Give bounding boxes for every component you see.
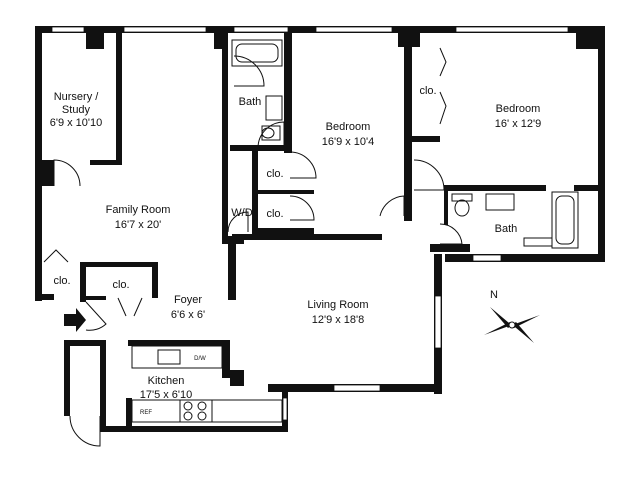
family-room-label: Family Room <box>106 204 171 216</box>
windows <box>51 26 569 421</box>
bath-top-label: Bath <box>239 96 262 108</box>
dishwasher-label: D/W <box>194 356 206 362</box>
interior-walls <box>38 33 598 426</box>
bedroom-center-label: Bedroom <box>326 121 371 133</box>
kitchen-size: 17'5 x 6'10 <box>140 389 193 401</box>
compass-icon <box>484 307 540 343</box>
closet-family-left-label: clo. <box>53 275 70 287</box>
washer-dryer-label: W/D <box>231 207 252 219</box>
nursery-label: Nursery / <box>54 91 100 103</box>
bedroom-right-size: 16' x 12'9 <box>495 118 541 130</box>
bedroom-right-label: Bedroom <box>496 103 541 115</box>
closet-hall-lower-label: clo. <box>266 208 283 220</box>
compass-north-label: N <box>490 289 498 301</box>
foyer-size: 6'6 x 6' <box>171 309 205 321</box>
refrigerator-label: REF <box>140 410 152 416</box>
foyer-label: Foyer <box>174 294 202 306</box>
doors <box>43 47 463 447</box>
closet-bedroom-right-label: clo. <box>419 85 436 97</box>
family-room-size: 16'7 x 20' <box>115 219 161 231</box>
nursery-label-line2: Study <box>62 104 91 116</box>
fixtures <box>64 39 579 423</box>
living-room-size: 12'9 x 18'8 <box>312 314 365 326</box>
closet-hall-upper-label: clo. <box>266 168 283 180</box>
bath-right-label: Bath <box>495 223 518 235</box>
bedroom-center-size: 16'9 x 10'4 <box>322 136 375 148</box>
living-room-label: Living Room <box>307 299 368 311</box>
kitchen-label: Kitchen <box>148 375 185 387</box>
closet-family-foyer-label: clo. <box>112 279 129 291</box>
nursery-size: 6'9 x 10'10 <box>50 117 103 129</box>
